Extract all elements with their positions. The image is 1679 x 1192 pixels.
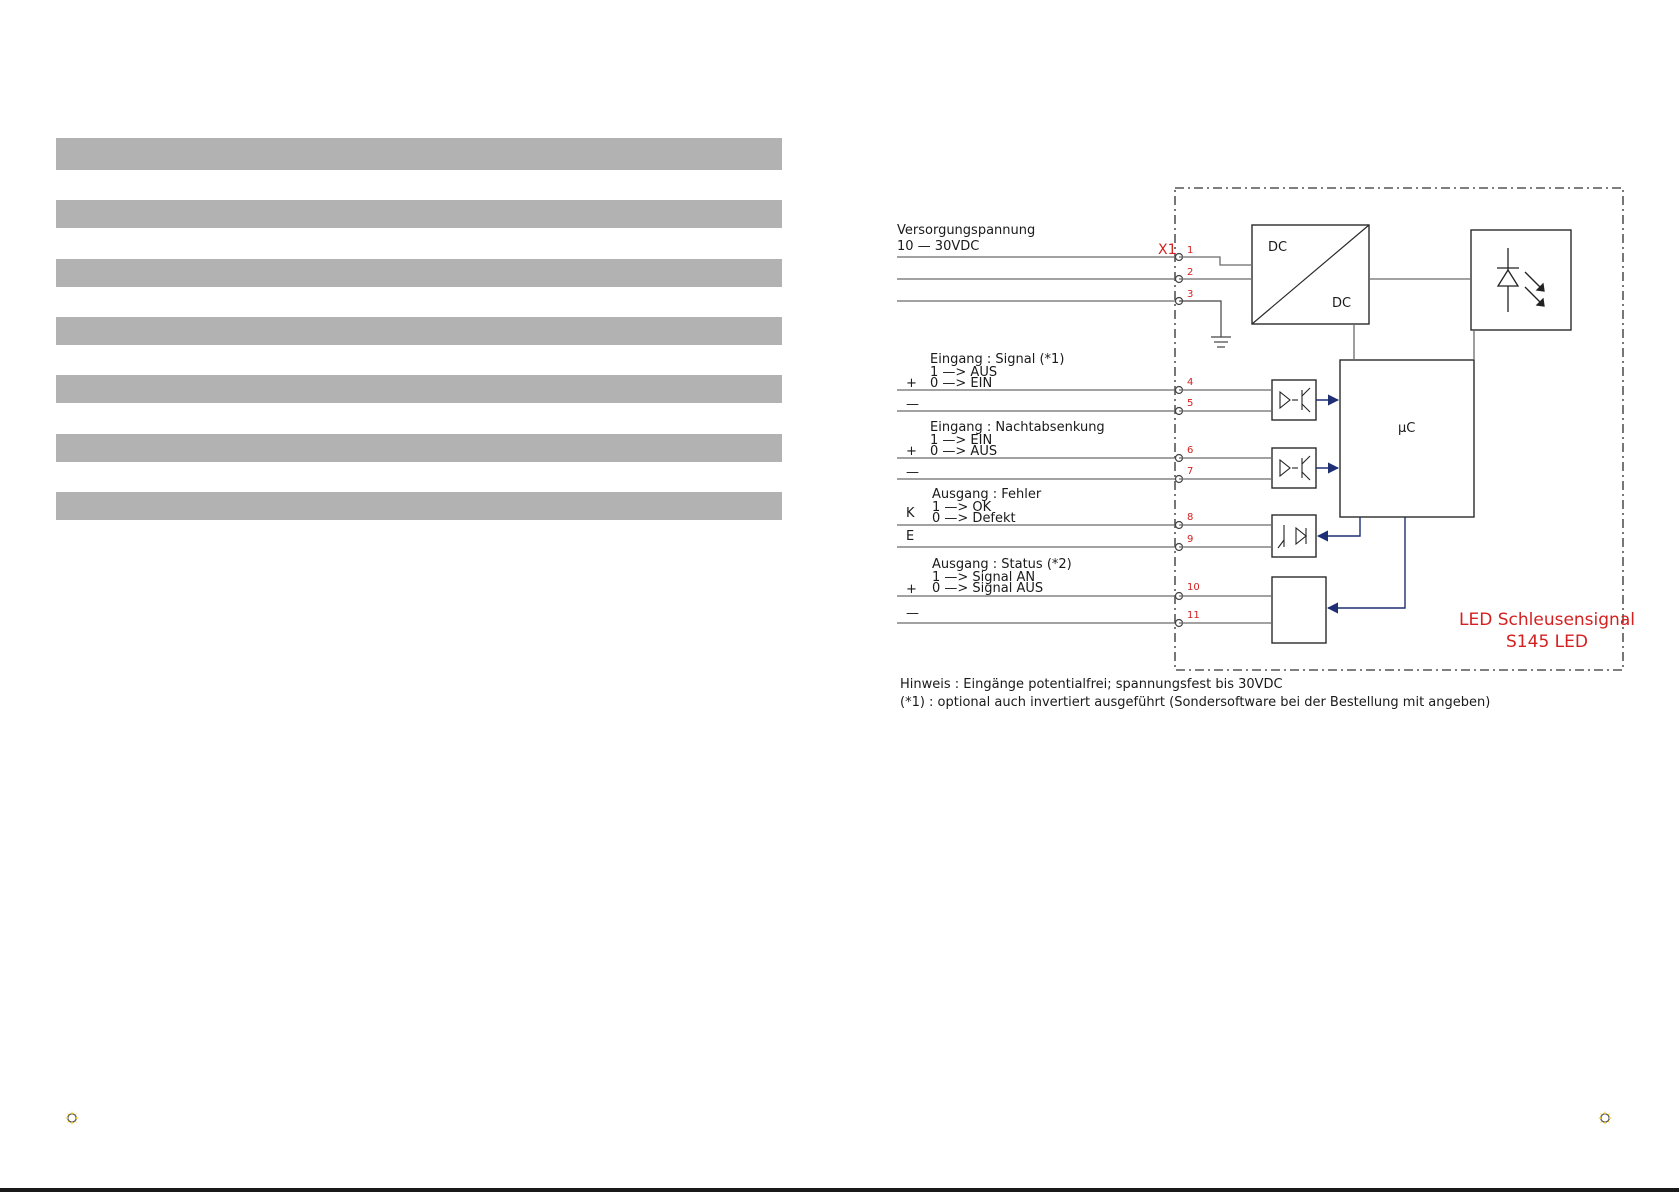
pin-number: 10 [1187,582,1200,593]
signal-input-line1: 1 —> AUS [930,365,997,380]
note-optional: (*1) : optional auch invertiert ausgefüh… [900,695,1490,710]
status-output-block [1271,576,1327,644]
grey-bar [56,138,782,170]
device-enclosure [1174,187,1624,671]
pin-number: 9 [1187,534,1193,545]
wiring-diagram: Versorgungspannung 10 — 30VDC X1 1 2 3 4… [897,187,1635,710]
signal-input-title: Eingang : Signal (*1) [930,352,1064,367]
pin-number: 8 [1187,512,1193,523]
grey-bar [56,200,782,228]
product-name: LED Schleusensignal [1459,610,1635,630]
status-minus: — [906,606,919,621]
note-hinweis: Hinweis : Eingänge potentialfrei; spannu… [900,677,1283,692]
microcontroller-block [1339,359,1475,518]
supply-label: Versorgungspannung [897,223,1035,238]
pin-number: 1 [1187,245,1193,256]
grey-bar [56,259,782,287]
grey-bar [56,434,782,462]
pin-number: 6 [1187,445,1193,456]
optocoupler-icon [1279,455,1311,481]
pin-number: 2 [1187,267,1193,278]
ground-icon [1179,300,1231,348]
signal-input-line2: 0 —> EIN [930,376,992,391]
pin-number: 5 [1187,398,1193,409]
error-output-title: Ausgang : Fehler [932,487,1042,502]
grey-bar [56,492,782,520]
pin-number: 4 [1187,377,1193,388]
optocoupler-icon [1279,387,1311,413]
led-diode-icon [1496,248,1545,312]
pin-number: 7 [1187,466,1193,477]
status-output-line2: 0 —> Signal AUS [932,581,1043,596]
error-e-label: E [906,529,914,544]
status-output-line1: 1 —> Signal AN [932,570,1035,585]
optocoupler-icon [1277,525,1307,549]
supply-range: 10 — 30VDC [897,239,979,254]
led-block [1470,229,1572,331]
status-plus: + [906,582,917,597]
connector-label: X1 [1158,242,1177,258]
pin-number: 11 [1187,610,1200,621]
mcu-label: µC [1398,421,1415,436]
night-input-line2: 0 —> AUS [930,444,997,459]
dc-input-label: DC [1268,240,1287,255]
signal-minus: — [906,397,919,412]
night-minus: — [906,465,919,480]
error-output-line1: 1 —> OK [932,500,992,515]
night-input-line1: 1 —> EIN [930,433,992,448]
error-k-label: K [906,506,915,521]
error-output-line2: 0 —> Defekt [932,511,1016,526]
terminal-points [1174,252,1184,628]
pin-number: 3 [1187,289,1193,300]
grey-bars-column [0,0,800,600]
night-input-title: Eingang : Nachtabsenkung [930,420,1105,435]
night-plus: + [906,444,917,459]
grey-bar [56,375,782,403]
sun-logo-icon [1598,1111,1612,1125]
optocoupler-error [1271,514,1317,558]
dc-output-label: DC [1332,296,1351,311]
product-model: S145 LED [1506,632,1588,652]
bottom-border [0,1188,1679,1192]
grey-bar [56,317,782,345]
signal-plus: + [906,376,917,391]
status-output-title: Ausgang : Status (*2) [932,557,1072,572]
sun-logo-icon [65,1111,79,1125]
